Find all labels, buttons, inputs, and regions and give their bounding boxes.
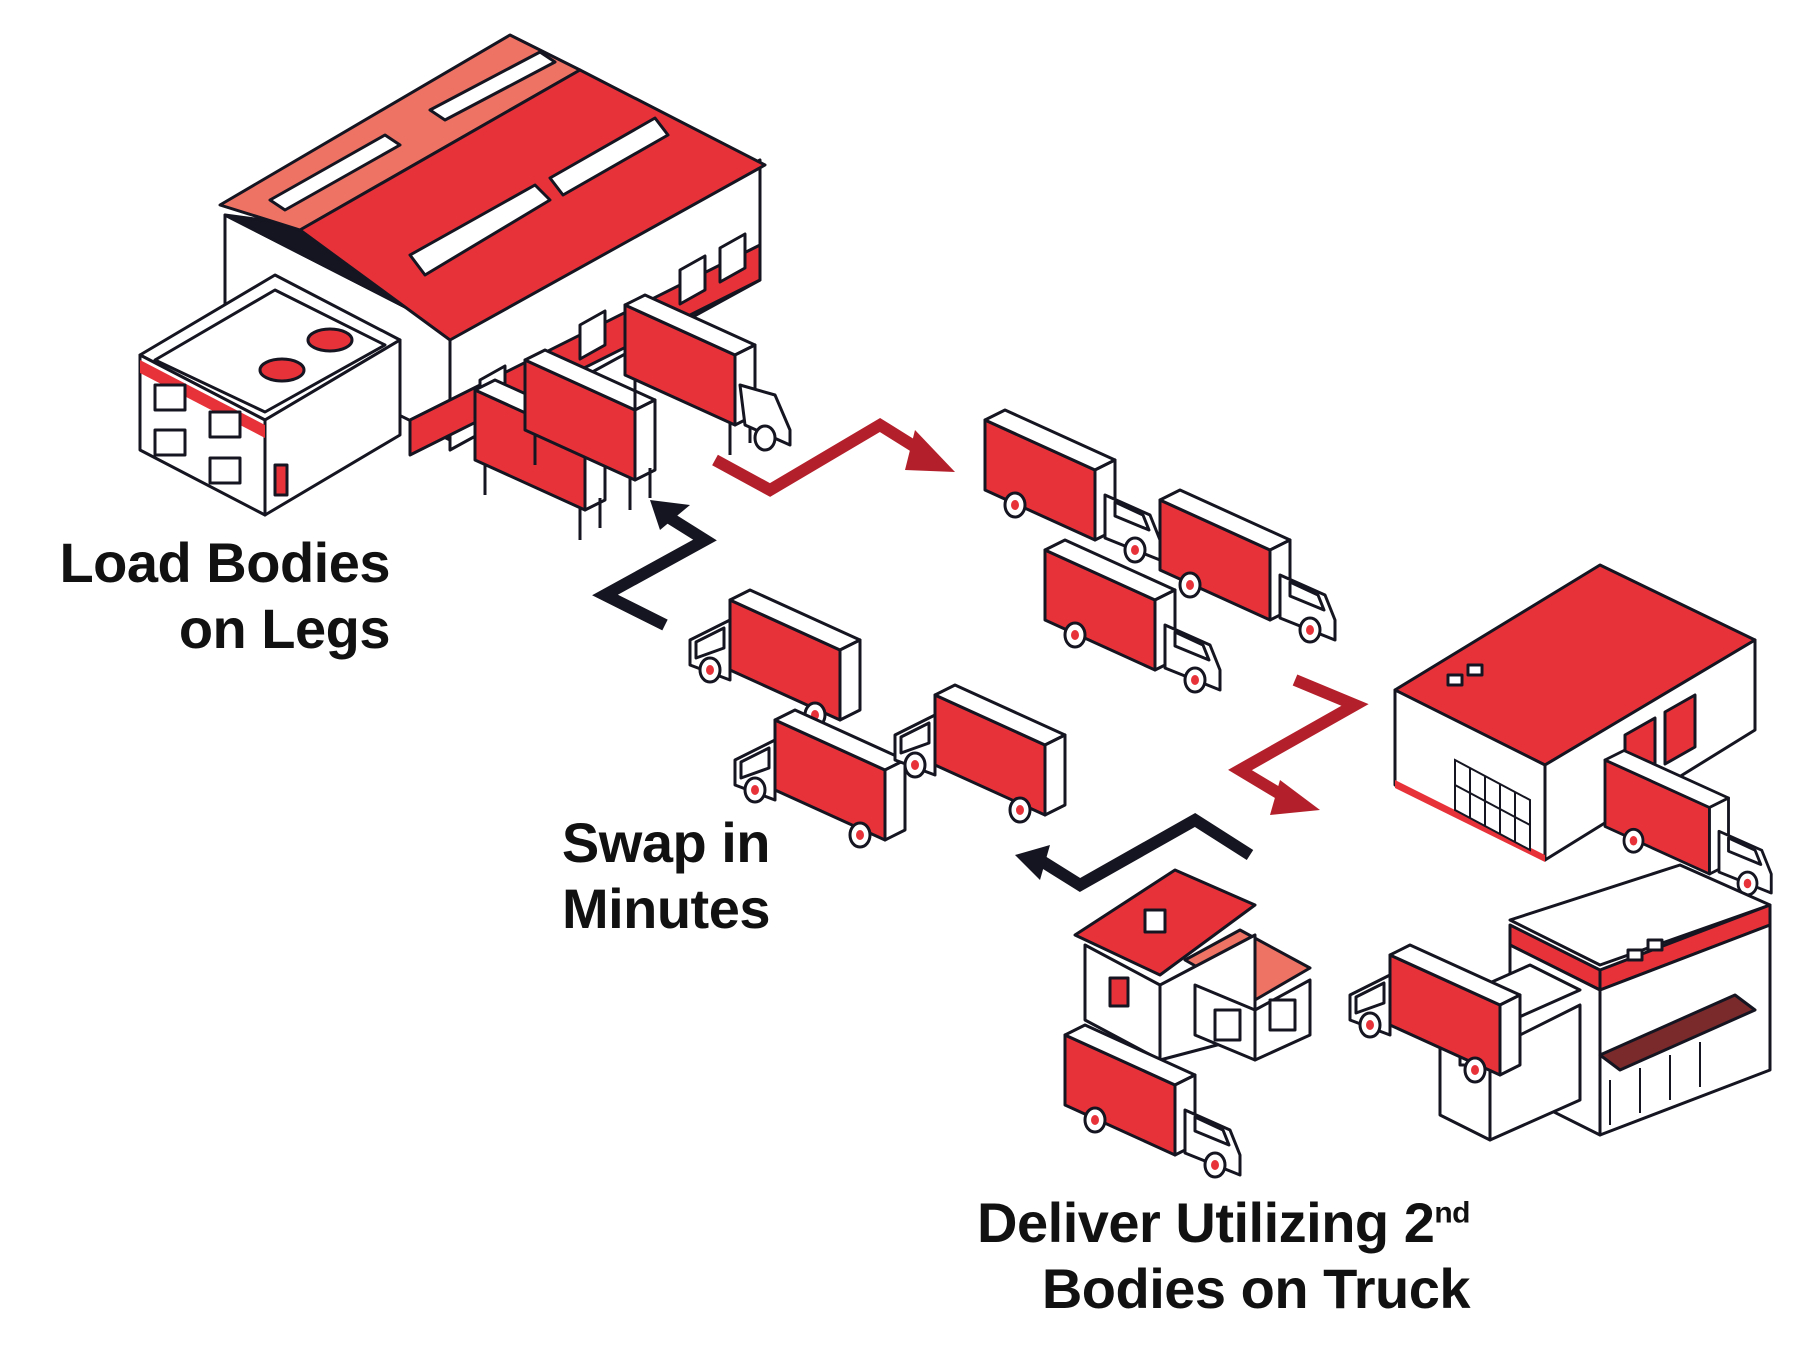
box-truck-icon xyxy=(985,410,1335,692)
step-label-load-line1: Load Bodies xyxy=(30,530,390,596)
house-icon xyxy=(1075,870,1310,1060)
step-label-load-line2: on Legs xyxy=(30,596,390,662)
step-label-deliver-superscript: nd xyxy=(1434,1196,1470,1229)
step-label-deliver-line2: Bodies on Truck xyxy=(900,1256,1470,1322)
flow-arrow-icon xyxy=(1015,820,1250,885)
box-truck-icon xyxy=(690,590,1065,847)
step-label-deliver: Deliver Utilizing 2nd Bodies on Truck xyxy=(900,1190,1470,1322)
step-label-swap-line2: Minutes xyxy=(480,876,770,942)
step-label-swap-line1: Swap in xyxy=(480,810,770,876)
flow-arrow-icon xyxy=(1240,680,1355,815)
step-label-deliver-line1: Deliver Utilizing 2nd xyxy=(900,1190,1470,1256)
box-truck-icon xyxy=(740,385,790,450)
step-label-deliver-line1-text: Deliver Utilizing 2 xyxy=(977,1191,1434,1254)
step-label-swap: Swap in Minutes xyxy=(480,810,770,942)
flow-arrow-icon xyxy=(605,500,705,625)
step-label-load: Load Bodies on Legs xyxy=(30,530,390,662)
box-truck-icon xyxy=(1350,945,1520,1082)
